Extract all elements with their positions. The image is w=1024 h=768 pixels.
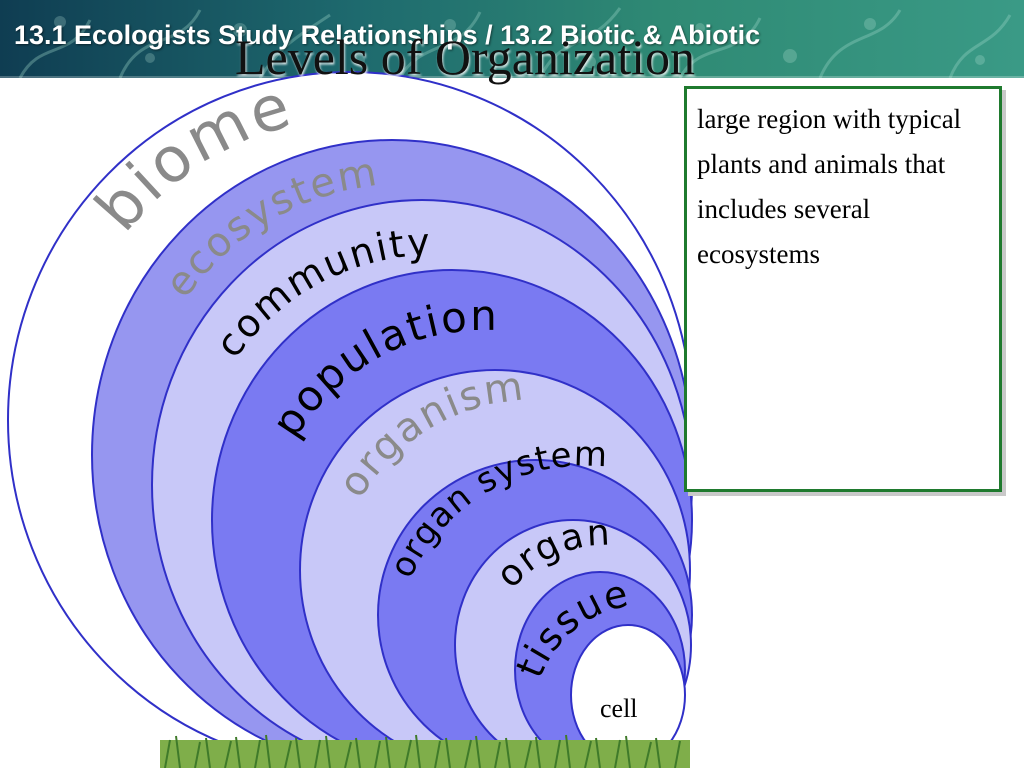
slide-header: 13.1 Ecologists Study Relationships / 13… (0, 0, 1024, 78)
slide-title: Levels of Organization (234, 29, 696, 85)
grass-decoration (160, 734, 690, 768)
header-title: 13.1 Ecologists Study Relationships / 13… (14, 20, 761, 50)
coral-texture-background (18, 7, 1012, 78)
label-cell: cell (600, 694, 638, 723)
definition-text: large region with typical plants and ani… (697, 104, 962, 269)
definition-box: large region with typical plants and ani… (684, 86, 1002, 492)
